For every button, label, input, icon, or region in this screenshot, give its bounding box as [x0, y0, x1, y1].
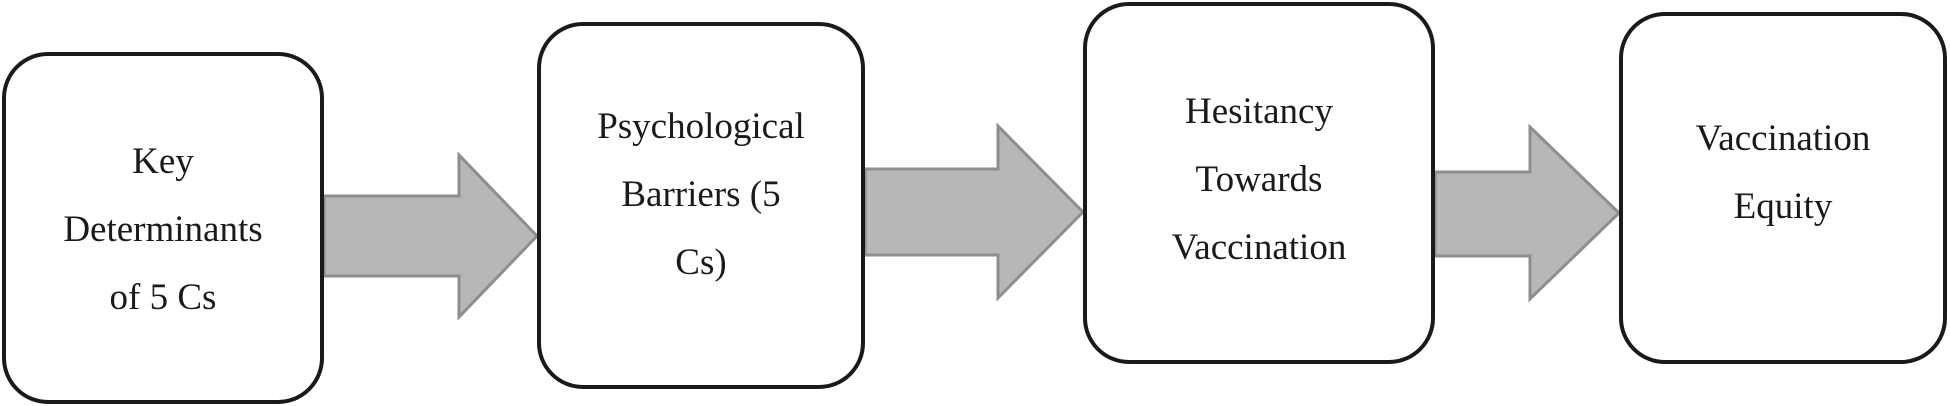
node-vaccination-equity: Vaccination Equity	[1619, 12, 1947, 364]
arrow-box2-to-box3	[863, 122, 1086, 302]
node-label: Hesitancy Towards Vaccination	[1171, 91, 1347, 268]
node-label: Key Determinants of 5 Cs	[63, 141, 263, 318]
arrow-box1-to-box2	[322, 151, 540, 321]
node-psychological-barriers: Psychological Barriers (5 Cs)	[537, 22, 865, 389]
node-label: Psychological Barriers (5 Cs)	[597, 105, 805, 283]
node-key-determinants: Key Determinants of 5 Cs	[2, 52, 324, 404]
node-label: Vaccination Equity	[1695, 118, 1871, 227]
node-hesitancy-towards-vaccination: Hesitancy Towards Vaccination	[1083, 2, 1435, 364]
arrow-box3-to-box4	[1433, 123, 1622, 303]
